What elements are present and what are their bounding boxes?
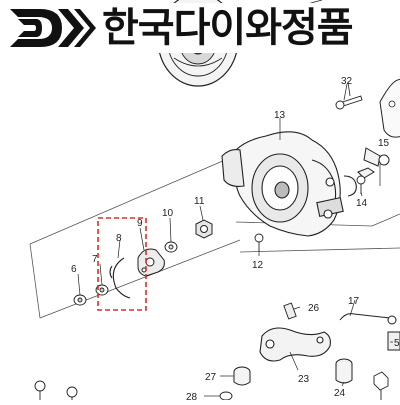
bottom-left-screws [34,380,78,400]
side-plate [379,78,400,138]
part-label-15: 15 [378,138,390,149]
bottom-right-screw [373,371,389,400]
part-label-13: 13 [274,110,286,121]
brand-title: 한국다이와정품 [102,5,354,51]
part-label-26: 26 [308,303,320,314]
part-24-bushing [335,358,353,384]
part-label-6: 6 [71,264,77,275]
part-label-12: 12 [252,260,264,271]
part-label-23: 23 [298,374,310,385]
part-label-28: 28 [186,392,198,400]
part-26-pin [283,302,297,320]
part-label-10: 10 [162,208,174,219]
part-label-11: 11 [194,196,205,207]
part-27-bushing [233,366,251,386]
frame-lines [29,15,400,319]
brand-banner: 한국다이와정품 [8,3,357,53]
part-label-17: 17 [348,296,360,307]
part-label-14: 14 [356,198,368,209]
part-label-5: 5 [394,338,400,349]
part-label-24: 24 [334,388,346,399]
part-10-washer [164,241,178,253]
part-23-lever-arm [259,327,331,362]
part-label-27: 27 [205,372,217,383]
daiwa-d-logo-icon [10,9,96,47]
leader-lines [77,83,393,397]
part-11-nut [195,219,213,239]
part-label-32: 32 [341,76,353,87]
part-labels: 32 13 15 11 10 9 8 7 6 12 14 26 17 5 23 27 24 28 [71,76,400,403]
part-9-plate [137,248,165,277]
part-32-screw [335,81,363,110]
part-8-spring-clip [109,257,131,299]
part-6-washer [73,294,87,306]
part-label-9: 9 [137,218,143,229]
part-label-7: 7 [92,254,98,265]
highlight-box [97,217,147,311]
part-17-spring [339,313,397,325]
part-28-screw [219,391,233,401]
part-15-lever [357,147,390,179]
main-frame [221,131,357,237]
part-12-screw [254,233,264,252]
part-label-8: 8 [116,233,122,244]
part-5-bracket [387,331,400,351]
part-14-screw [356,175,366,194]
